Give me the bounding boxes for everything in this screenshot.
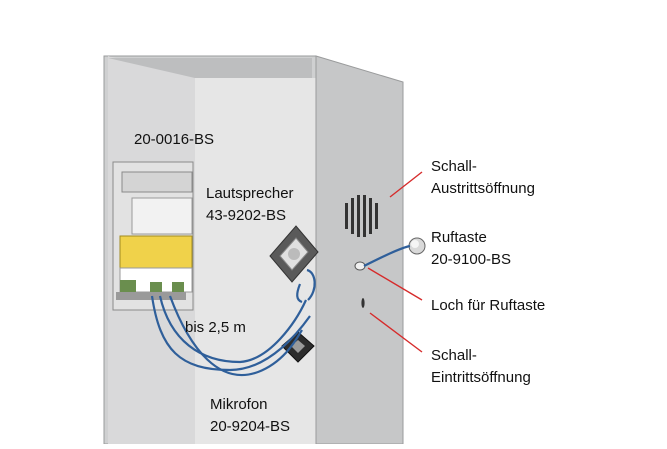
sound-outlet-label-1: Schall- xyxy=(431,158,477,175)
speaker-grille-icon xyxy=(345,195,378,237)
sound-outlet-label-2: Austrittsöffnung xyxy=(431,180,535,197)
distance-label: bis 2,5 m xyxy=(185,319,246,336)
leader-lines xyxy=(367,171,423,353)
sound-inlet-label-2: Eintrittsöffnung xyxy=(431,369,531,386)
mic-label-part: 20-9204-BS xyxy=(210,418,291,435)
sound-inlet-icon xyxy=(361,298,365,308)
sound-inlet-label-1: Schall- xyxy=(431,347,477,364)
mic-label-name: Mikrofon xyxy=(210,396,268,413)
speaker-icon xyxy=(269,225,319,283)
speaker-label-part: 43-9202-BS xyxy=(206,207,287,224)
cable-bundle xyxy=(150,244,411,377)
call-button-label-name: Ruftaste xyxy=(431,229,487,246)
electronics-module-icon xyxy=(112,161,194,311)
speaker-label-name: Lautsprecher xyxy=(206,185,294,202)
module-label: 20-0016-BS xyxy=(134,131,215,148)
push-button-icon xyxy=(408,237,426,255)
button-hole-icon xyxy=(354,261,366,271)
enclosure-side-panel xyxy=(315,55,404,445)
button-hole-label: Loch für Ruftaste xyxy=(431,297,546,314)
call-button-label-part: 20-9100-BS xyxy=(431,251,512,268)
enclosure-inner-top xyxy=(108,58,312,78)
